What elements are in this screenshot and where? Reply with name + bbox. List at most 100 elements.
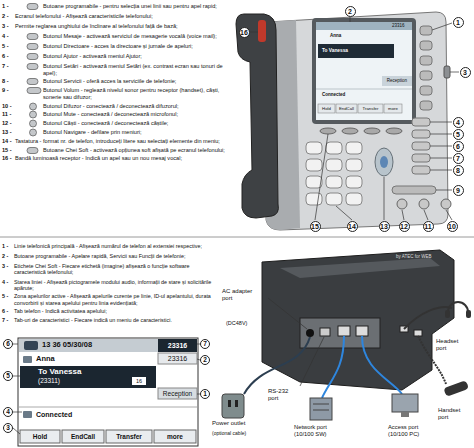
phone-front — [306, 159, 322, 171]
item-number: 6 - — [2, 308, 8, 314]
cable — [362, 336, 402, 394]
phone-front — [380, 156, 388, 168]
callout-number: 10 — [447, 221, 458, 232]
phone-back — [262, 250, 454, 390]
item-number: 4 - — [2, 279, 8, 285]
phone-front — [420, 71, 432, 80]
phone-front — [412, 142, 430, 150]
leader-line — [350, 17, 351, 22]
phone-front — [316, 89, 412, 90]
button-icon — [30, 120, 37, 127]
item-text: Butoane programabile - pentru selecția u… — [43, 3, 229, 10]
callout-number: 11 — [423, 221, 434, 232]
phone-front — [412, 118, 430, 126]
leader-line — [13, 344, 200, 434]
screen-zoom — [62, 430, 104, 443]
screen-text: Connected — [322, 92, 345, 97]
phone-front — [320, 128, 336, 134]
item-text: Butoane Chei Soft - activează opțiunea s… — [43, 147, 229, 154]
phone-front — [258, 20, 266, 42]
screen-zoom — [23, 411, 32, 418]
port-label: Network port (10/100 SW) — [294, 424, 338, 438]
button-icon — [26, 119, 42, 128]
screen-zoom — [154, 430, 196, 443]
leader-line — [300, 337, 324, 386]
device-icon — [313, 410, 329, 411]
screen-text: 23316 — [158, 354, 197, 363]
softkey-label: Hold — [318, 106, 335, 111]
callout-number: 1 — [453, 17, 464, 28]
item-text: Butonul Setări - activează meniul Setări… — [43, 63, 229, 76]
phone-front — [419, 199, 429, 209]
item-text: Bandă luminoasă receptor - Indică un ape… — [15, 155, 229, 162]
device-icon — [448, 302, 468, 312]
screen-zoom — [20, 366, 156, 388]
item-number: 13 - — [2, 129, 12, 136]
phone-front — [316, 22, 412, 120]
leader-line — [432, 23, 452, 30]
device-icon — [443, 380, 469, 397]
phone-back — [300, 318, 380, 348]
button-icon — [27, 4, 38, 10]
item-number: 7 - — [2, 63, 9, 70]
screen-zoom — [158, 339, 197, 352]
softkey-label: more — [154, 432, 196, 441]
item-number: 1 - — [2, 3, 9, 10]
phone-back — [320, 328, 330, 336]
phone-back — [338, 326, 350, 336]
button-icon — [27, 44, 38, 50]
item-text: Tab-uri de caracteristici - Fiecare indi… — [14, 317, 214, 323]
item-text: Permite reglarea unghiului de înclinare … — [15, 23, 229, 30]
phone-front — [326, 176, 342, 188]
phone-front — [326, 142, 342, 154]
softkey-label: EndCall — [336, 106, 357, 111]
watermark: by ATEC for WEB — [396, 254, 431, 259]
leader-line — [430, 158, 452, 159]
leader-line — [430, 122, 452, 123]
callout-number: 6 — [453, 141, 464, 152]
screen-text: Anna — [36, 354, 55, 363]
item-number: 4 - — [2, 33, 9, 40]
leader-line — [13, 344, 18, 345]
phone-front — [412, 130, 430, 138]
device-icon — [310, 398, 332, 420]
phone-front — [420, 41, 432, 50]
item-number: 11 - — [2, 111, 11, 118]
softkey-label: Hold — [20, 432, 60, 441]
leader-line — [436, 190, 452, 191]
phone-front — [441, 199, 451, 209]
screen-tab: 23316 — [158, 340, 197, 351]
phone-front — [346, 176, 362, 188]
callout-number: 14 — [347, 221, 358, 232]
callout-number: 6 — [3, 339, 13, 349]
device-icon — [228, 400, 231, 407]
softkey-label: EndCall — [62, 432, 104, 441]
screen-text: To Vanessa — [38, 367, 81, 376]
port-label: (optional cable) — [212, 430, 246, 436]
leader-line — [315, 134, 328, 220]
screen-zoom — [158, 388, 197, 399]
item-number: 7 - — [2, 317, 8, 323]
item-number: 5 - — [2, 43, 9, 50]
button-icon — [26, 62, 42, 71]
phone-front — [336, 104, 357, 113]
item-text: Butonul Directoare - acces la directoare… — [43, 43, 229, 50]
phone-front — [346, 159, 362, 171]
item-text: Butonul Volum - reglează nivelul sonor p… — [43, 87, 229, 100]
item-text: Zona apelurilor active - Afișează apelur… — [14, 293, 214, 306]
screen-text: 16 — [132, 377, 146, 385]
phone-back — [356, 326, 368, 336]
button-icon — [30, 103, 37, 110]
callout-number: 13 — [379, 221, 390, 232]
screen-tab: Reception — [158, 389, 197, 398]
screen-text: 23316 — [392, 23, 405, 28]
phone-front — [346, 193, 362, 205]
divider-line — [0, 237, 474, 238]
button-icon — [26, 77, 42, 86]
phone-front — [306, 176, 322, 188]
phone-back — [414, 330, 422, 336]
screen-text: Anna — [330, 33, 341, 38]
screen-text: To Vanessa — [322, 48, 348, 54]
item-text: Butonul Căști - conectează / deconecteaz… — [43, 120, 229, 127]
phone-front — [412, 154, 430, 162]
